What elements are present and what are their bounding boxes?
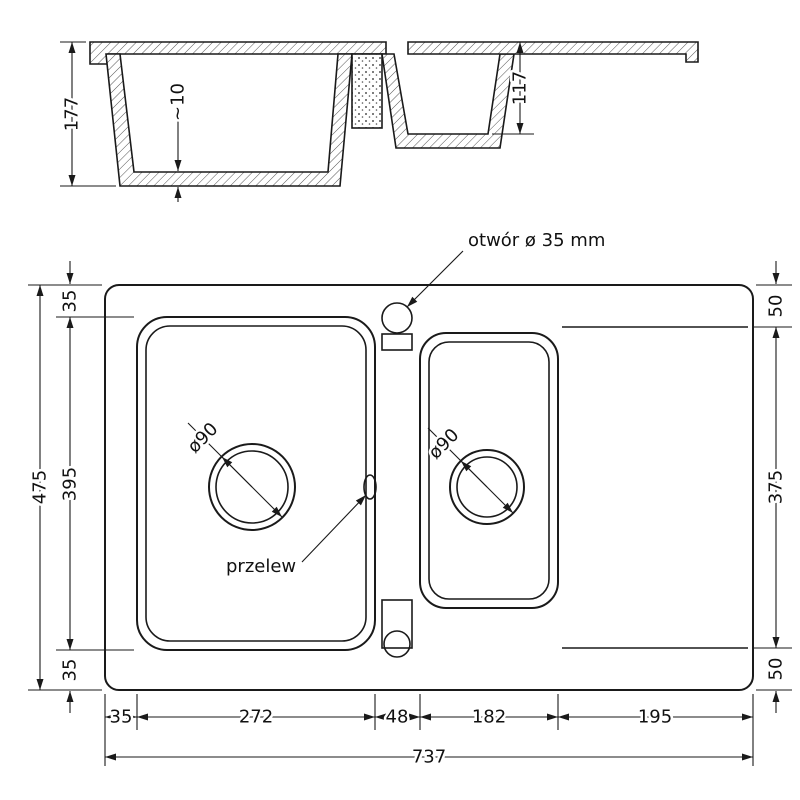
- dim-rim-thickness-value: ~10: [168, 83, 189, 121]
- dim-bowl-height: 395: [60, 467, 81, 501]
- dim-small-bowl-depth: 117: [492, 42, 534, 135]
- dim-seg-left-margin: 35: [110, 707, 133, 728]
- dims-bottom: 35 272 48 182 195 737: [104, 694, 754, 770]
- overflow: przelew: [224, 474, 377, 579]
- partition-ledge-bottom: [381, 599, 413, 649]
- dim-rim-thickness: ~10: [165, 81, 191, 202]
- dim-width-total: 737: [412, 747, 446, 768]
- small-drain: ø90: [422, 422, 525, 525]
- bottom-hole: [383, 630, 411, 658]
- dim-seg-gap: 48: [386, 707, 409, 728]
- tap-hole: [381, 302, 413, 334]
- dim-seg-drainer: 195: [638, 707, 672, 728]
- partition-ledge-top: [381, 333, 413, 351]
- arrow-line: [221, 456, 253, 488]
- main-bowl-outline-inner: [145, 325, 367, 642]
- main-drain-inner: [215, 450, 289, 524]
- dim-total-depth: 177: [59, 41, 116, 187]
- small-bowl-outline-outer: [419, 332, 559, 609]
- main-drain: ø90: [181, 416, 296, 531]
- arrow-line: [460, 460, 488, 488]
- dim-margin-bottom: 35: [60, 659, 81, 682]
- dim-small-bowl-depth-value: 117: [510, 71, 531, 105]
- overflow-slot: [363, 474, 377, 500]
- main-drain-outer: [208, 443, 296, 531]
- leader-line: [406, 250, 464, 308]
- section-view: 177 ~10 117: [59, 41, 699, 202]
- section-rim-right: [407, 41, 699, 63]
- small-drain-inner: [456, 456, 518, 518]
- tap-hole-callout: otwór ø 35 mm: [406, 228, 607, 308]
- dims-right: 375 50 50: [752, 261, 792, 713]
- main-bowl-outline-outer: [136, 316, 376, 651]
- small-bowl-outline-inner: [428, 341, 550, 600]
- tap-hole-label: otwór ø 35 mm: [468, 230, 605, 251]
- dim-total-depth-value: 177: [62, 97, 83, 131]
- dim-height-total: 475: [30, 470, 51, 504]
- section-partition: [351, 53, 383, 129]
- dim-seg-main-bowl: 272: [239, 707, 273, 728]
- dims-left: 475 395 35 35: [27, 261, 134, 713]
- dim-drainer-bottom: 50: [766, 658, 787, 681]
- section-main-bowl-walls: [105, 53, 353, 187]
- dim-drainer-height: 375: [766, 470, 787, 504]
- dim-margin-top: 35: [60, 290, 81, 313]
- dim-seg-small-bowl: 182: [472, 707, 506, 728]
- small-drain-outer: [449, 449, 525, 525]
- dim-drainer-top: 50: [766, 295, 787, 318]
- leader-line: [301, 494, 367, 563]
- overflow-label: przelew: [226, 556, 296, 577]
- plan-view: ø90 ø90 przelew otwór ø 35 mm: [27, 228, 792, 770]
